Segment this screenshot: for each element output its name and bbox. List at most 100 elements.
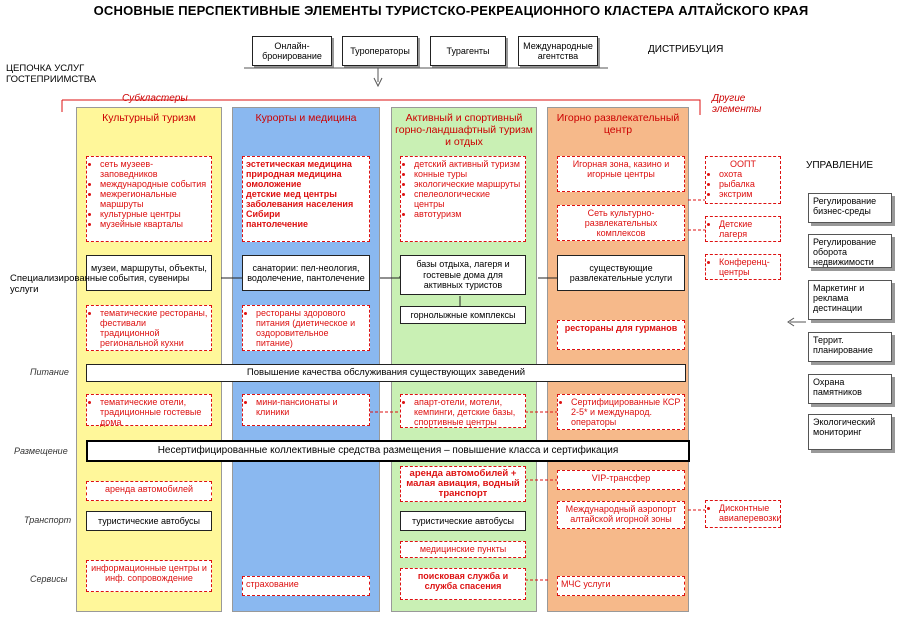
gaming-special: существующие развлекательные услуги: [557, 255, 685, 291]
active-ski-text: горнолыжные комплексы: [410, 309, 516, 320]
culture-lodging: тематические отели, традиционные гостевы…: [86, 394, 212, 427]
other-oopt-item: экстрим: [719, 189, 777, 199]
distribution-intl: Международные агентства: [518, 36, 598, 66]
culture-services: информационные центры и инф. сопровожден…: [86, 560, 212, 592]
culture-top-item: международные события: [100, 179, 208, 189]
active-top-item: конные туры: [414, 169, 522, 179]
other-oopt-title: ООПТ: [730, 159, 756, 169]
active-top-item: детский активный туризм: [414, 159, 522, 169]
other-conference: Конференц-центры: [705, 254, 781, 280]
row-label-lodging: Размещение: [14, 446, 68, 456]
distribution-touroperators-label: Туроператоры: [350, 45, 410, 56]
gaming-lodging-text: Сертифицированные КСР 2-5* и международ.…: [571, 397, 681, 427]
culture-car-rent-text: аренда автомобилей: [104, 484, 194, 494]
active-rent-text: аренда автомобилей + малая авиация, водн…: [406, 468, 520, 499]
resorts-food: рестораны здорового питания (диетическое…: [242, 305, 370, 351]
management-item-realty-text: Регулирование оборота недвижимости: [813, 237, 877, 267]
row-label-special: Специализированные услуги: [10, 273, 108, 295]
gaming-food-text: рестораны для гурманов: [564, 323, 678, 333]
resorts-top-list: эстетическая медицина природная медицина…: [242, 156, 370, 242]
resorts-top-item: эстетическая медицина: [246, 159, 352, 169]
chain-label: ЦЕПОЧКА УСЛУГ ГОСТЕПРИИМСТВА: [6, 63, 97, 85]
culture-food: тематические рестораны, фестивали традиц…: [86, 305, 212, 351]
management-item-eco-text: Экологический мониторинг: [813, 417, 876, 437]
gaming-food: рестораны для гурманов: [557, 320, 685, 350]
culture-special: музеи, маршруты, объекты, события, сувен…: [86, 255, 212, 291]
culture-car-rent: аренда автомобилей: [86, 481, 212, 501]
gaming-services: МЧС услуги: [557, 576, 685, 596]
culture-lodging-text: тематические отели, традиционные гостевы…: [100, 397, 208, 427]
gaming-services-text: МЧС услуги: [561, 579, 611, 589]
culture-top-list: сеть музеев-заповедников международные с…: [86, 156, 212, 242]
culture-top-item: музейные кварталы: [100, 219, 208, 229]
gaming-top-text: Игорная зона, казино и игорные центры: [572, 159, 670, 179]
active-ski: горнолыжные комплексы: [400, 306, 526, 324]
culture-top-item: культурные центры: [100, 209, 208, 219]
resorts-services: страхование: [242, 576, 370, 596]
distribution-online: Онлайн-бронирование: [252, 36, 332, 66]
active-med: медицинские пункты: [400, 541, 526, 558]
column-gaming-header: Игорно развлекательный центр: [556, 112, 680, 136]
other-discount-air-text: Дисконтные авиаперевозки: [719, 503, 781, 523]
resorts-food-text: рестораны здорового питания (диетическое…: [256, 308, 366, 348]
active-top-item: спелеологические центры: [414, 189, 522, 209]
management-item-realty: Регулирование оборота недвижимости: [808, 234, 892, 268]
resorts-top-item: пантолечение: [246, 219, 309, 229]
resorts-top-item: природная медицина: [246, 169, 342, 179]
resorts-top-item: заболевания населения Сибири: [246, 199, 354, 219]
active-rent: аренда автомобилей + малая авиация, водн…: [400, 466, 526, 502]
distribution-online-label: Онлайн-бронирование: [262, 40, 322, 62]
active-top-item: экологические маршруты: [414, 179, 522, 189]
management-item-marketing: Маркетинг и реклама дестинации: [808, 280, 892, 320]
gaming-top: Игорная зона, казино и игорные центры: [557, 156, 685, 192]
gaming-mid-text: Сеть культурно-развлекательных комплексо…: [584, 208, 658, 238]
distribution-touroperators: Туроператоры: [342, 36, 418, 66]
row-label-food: Питание: [30, 367, 69, 377]
management-item-monuments: Охрана памятников: [808, 374, 892, 404]
other-conference-text: Конференц-центры: [719, 257, 777, 277]
gaming-vip: VIP-трансфер: [557, 470, 685, 490]
resorts-lodging: мини-пансионаты и клиники: [242, 394, 370, 426]
gaming-mid: Сеть культурно-развлекательных комплексо…: [557, 205, 685, 241]
other-kids-camps-text: Детские лагеря: [719, 219, 777, 239]
resorts-services-text: страхование: [246, 579, 299, 589]
page-title: ОСНОВНЫЕ ПЕРСПЕКТИВНЫЕ ЭЛЕМЕНТЫ ТУРИСТСК…: [93, 3, 809, 18]
resorts-lodging-text: мини-пансионаты и клиники: [256, 397, 366, 417]
management-item-marketing-text: Маркетинг и реклама дестинации: [813, 283, 865, 313]
gaming-lodging: Сертифицированные КСР 2-5* и международ.…: [557, 394, 685, 430]
active-lodging-text: апарт-отели, мотели, кемпинги, детские б…: [414, 397, 522, 427]
row-label-services: Сервисы: [30, 574, 68, 584]
management-item-business-text: Регулирование бизнес-среды: [813, 196, 877, 216]
management-item-business: Регулирование бизнес-среды: [808, 193, 892, 223]
gaming-special-text: существующие развлекательные услуги: [569, 262, 673, 284]
other-oopt-item: охота: [719, 169, 777, 179]
column-active-header: Активный и спортивный горно-ландшафтный …: [395, 112, 533, 148]
other-oopt-item: рыбалка: [719, 179, 777, 189]
culture-food-text: тематические рестораны, фестивали традиц…: [100, 308, 208, 348]
resorts-special-text: санатории: пел-неология, водолечение, па…: [247, 262, 365, 284]
resorts-special: санатории: пел-неология, водолечение, па…: [242, 255, 370, 291]
other-elements-label: Другие элементы: [712, 93, 762, 115]
gaming-vip-text: VIP-трансфер: [591, 473, 651, 483]
other-discount-air: Дисконтные авиаперевозки: [705, 500, 781, 528]
culture-special-text: музеи, маршруты, объекты, события, сувен…: [91, 262, 207, 284]
active-lodging: апарт-отели, мотели, кемпинги, детские б…: [400, 394, 526, 428]
management-item-eco: Экологический мониторинг: [808, 414, 892, 450]
resorts-top-item: омоложение: [246, 179, 302, 189]
management-label: УПРАВЛЕНИЕ: [806, 160, 874, 171]
active-top-list: детский активный туризм конные туры экол…: [400, 156, 526, 242]
culture-services-text: информационные центры и инф. сопровожден…: [91, 563, 207, 583]
row-label-transport: Транспорт: [24, 515, 72, 525]
active-bus: туристические автобусы: [400, 511, 526, 531]
active-special-text: базы отдыха, лагеря и гостевые дома для …: [416, 259, 510, 291]
lodging-band: Несертифицированные коллективные средств…: [86, 440, 690, 462]
distribution-intl-label: Международные агентства: [523, 40, 593, 62]
other-kids-camps: Детские лагеря: [705, 216, 781, 242]
management-item-planning: Террит. планирование: [808, 332, 892, 362]
distribution-label: ДИСТРИБУЦИЯ: [648, 44, 724, 55]
lodging-band-text: Несертифицированные коллективные средств…: [157, 444, 619, 456]
culture-top-item: сеть музеев-заповедников: [100, 159, 208, 179]
active-search: поисковая служба и служба спасения: [400, 568, 526, 600]
food-band-text: Повышение качества обслуживания существу…: [246, 366, 526, 378]
resorts-top-item: детские мед центры: [246, 189, 337, 199]
